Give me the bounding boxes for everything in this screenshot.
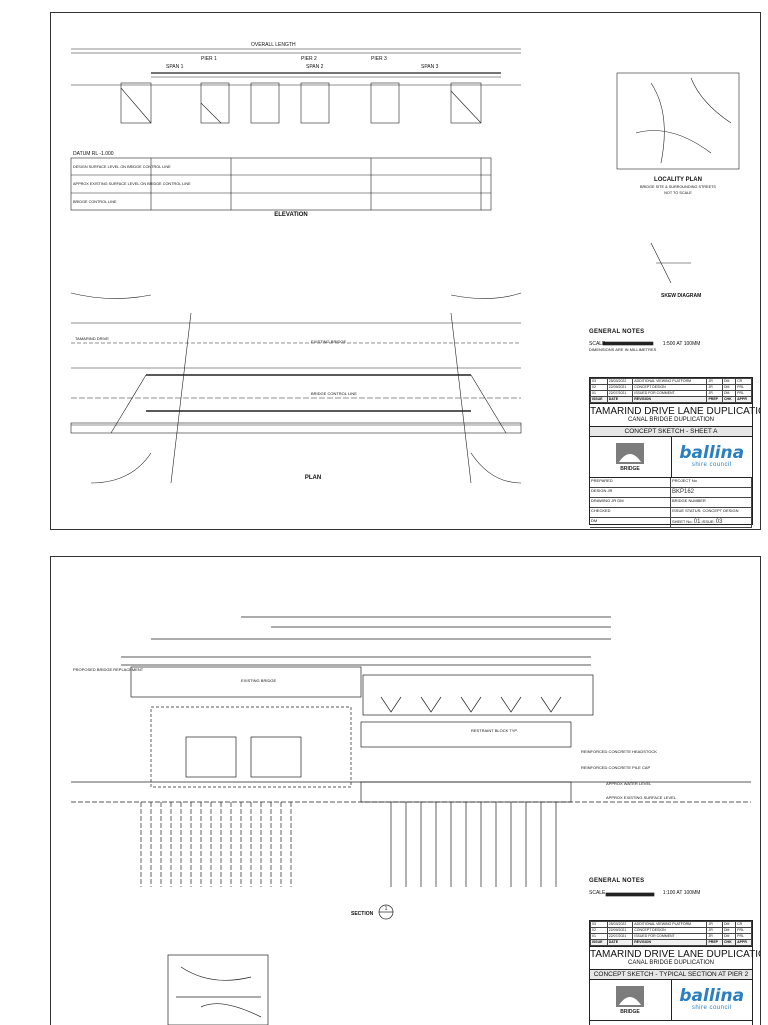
scale-word: SCALE: [589, 890, 606, 896]
locality-plan-subtitle: BRIDGE SITE & SURROUNDING STREETS: [640, 185, 716, 189]
skew-diagram-title: SKEW DIAGRAM: [661, 293, 701, 299]
callout-surface: APPROX EXISTING SURFACE LEVEL: [606, 795, 677, 800]
sheet-a-linework: OVERALL LENGTH SPAN 1 SPAN 2 SPAN 3 PIER…: [70, 42, 740, 484]
sheet-number: SHEET No: 01 ISSUE: 03: [671, 517, 752, 528]
callout-existing: EXISTING BRIDGE: [241, 678, 276, 683]
ballina-wordmark: ballina: [679, 985, 745, 1006]
project-title-b: TAMARIND DRIVE LANE DUPLICATION: [590, 946, 760, 960]
pier-1-label: PIER 1: [201, 56, 217, 62]
sheet-description-a: CONCEPT SKETCH - SHEET A: [590, 425, 752, 437]
general-notes-a: GENERAL NOTES SCALE 1:500 AT 100MM DIMEN…: [589, 329, 700, 352]
project-info-grid: PREPARED PROJECT No DESIGN JR BKP162 DRA…: [590, 477, 752, 528]
bridge-logo-icon: BRIDGE: [616, 442, 645, 472]
drawing-sheet-a: OVERALL LENGTH SPAN 1 SPAN 2 SPAN 3 PIER…: [50, 12, 761, 530]
drawing-label: DRAWING JR DM: [590, 497, 671, 508]
datum-label: DATUM RL -1.000: [73, 151, 114, 157]
design-label: DESIGN JR: [590, 487, 671, 498]
bridge-number-label: BRIDGE NUMBER: [671, 497, 752, 508]
callout-water: APPROX WATER LEVEL: [606, 781, 652, 786]
control-line-row: BRIDGE CONTROL LINE: [73, 200, 117, 204]
project-subtitle-b: CANAL BRIDGE DUPLICATION: [627, 960, 714, 966]
dimensions-note: DIMENSIONS ARE IN MILLIMETRES: [589, 347, 657, 352]
logo-row-b: BRIDGE ballina shire council: [590, 979, 753, 1021]
elevation-title: ELEVATION: [274, 212, 307, 218]
pier-3-label: PIER 3: [371, 56, 387, 62]
pier-2-label: PIER 2: [301, 56, 317, 62]
project-no-label: PROJECT No: [671, 477, 752, 488]
bridge-control-line-label: BRIDGE CONTROL LINE: [311, 391, 357, 396]
checked-label: CHECKED: [590, 507, 671, 518]
callout-headstock: REINFORCED CONCRETE HEADSTOCK: [581, 749, 657, 754]
ballina-logo: ballina shire council: [672, 980, 753, 1020]
existing-bridge-label: EXISTING BRIDGE: [311, 339, 346, 344]
project-title-a: TAMARIND DRIVE LANE DUPLICATION: [590, 403, 760, 417]
bridge-logo: BRIDGE: [590, 436, 672, 477]
design-surface-row: DESIGN SURFACE LEVEL ON BRIDGE CONTROL L…: [73, 165, 171, 169]
logo-row-a: BRIDGE ballina shire council: [590, 436, 753, 478]
plan-title: PLAN: [305, 475, 321, 481]
overall-length-note: OVERALL LENGTH: [251, 42, 296, 48]
prepared-label: PREPARED: [590, 477, 671, 488]
locality-plan-title: LOCALITY PLAN: [654, 177, 702, 183]
ballina-wordmark: ballina: [679, 442, 745, 463]
section-title: SECTION: [351, 911, 374, 917]
span-1-label: SPAN 1: [166, 64, 184, 70]
callout-restraint: RESTRAINT BLOCK TYP.: [471, 728, 518, 733]
existing-surface-row: APPROX EXISTING SURFACE LEVEL ON BRIDGE …: [73, 182, 191, 186]
ballina-subtitle: shire council: [691, 1004, 732, 1011]
issue-status: ISSUE STATUS: CONCEPT DESIGN: [671, 507, 752, 518]
span-3-label: SPAN 3: [421, 64, 439, 70]
svg-text:BRIDGE: BRIDGE: [621, 1009, 641, 1015]
scale-text: 1:500 AT 100MM: [662, 341, 701, 347]
ballina-subtitle: shire council: [691, 461, 732, 468]
general-notes-header: GENERAL NOTES: [589, 329, 645, 335]
bridge-logo: BRIDGE: [590, 979, 672, 1020]
svg-text:BRIDGE: BRIDGE: [621, 466, 641, 472]
locality-plan-scale: NOT TO SCALE: [664, 191, 692, 195]
scale-text: 1:100 AT 100MM: [662, 890, 701, 896]
scale-word: SCALE: [589, 341, 606, 347]
span-2-label: SPAN 2: [306, 64, 324, 70]
sheet-b-linework: PROPOSED BRIDGE REPLACEMENT EXISTING BRI…: [71, 616, 751, 1025]
sheet-description-b: CONCEPT SKETCH - TYPICAL SECTION AT PIER…: [590, 968, 752, 980]
section-number: 1: [385, 906, 388, 912]
ballina-logo: ballina shire council: [672, 437, 753, 477]
general-notes-b: GENERAL NOTES SCALE 1:100 AT 100MM: [589, 878, 700, 896]
design-check: DM: [590, 517, 671, 528]
general-notes-header: GENERAL NOTES: [589, 878, 645, 884]
tamarind-drive-label: TAMARIND DRIVE: [75, 336, 109, 341]
drawing-sheet-b: PROPOSED BRIDGE REPLACEMENT EXISTING BRI…: [50, 556, 761, 1025]
bridge-logo-icon: BRIDGE: [616, 985, 645, 1015]
callout-proposed: PROPOSED BRIDGE REPLACEMENT: [73, 667, 144, 672]
project-subtitle-a: CANAL BRIDGE DUPLICATION: [627, 417, 714, 423]
callout-pilecap: REINFORCED CONCRETE PILE CAP: [581, 765, 650, 770]
project-number: BKP162: [671, 487, 752, 498]
